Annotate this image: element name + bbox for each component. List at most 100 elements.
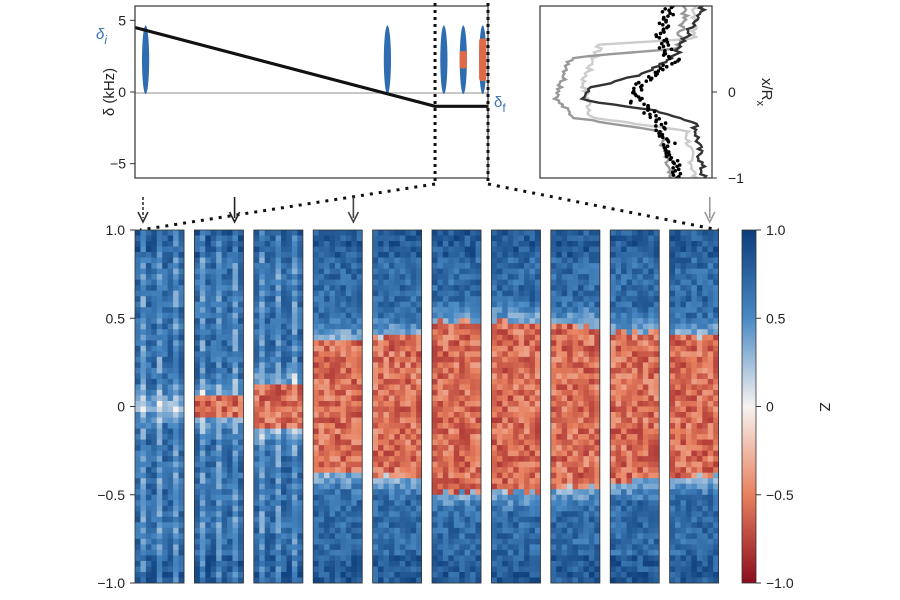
heatmap-cell xyxy=(648,351,655,358)
heatmap-cell xyxy=(324,472,330,479)
heatmap-cell xyxy=(399,439,406,446)
heatmap-cell xyxy=(507,478,514,485)
heatmap-cell xyxy=(227,544,233,551)
heatmap-cell xyxy=(173,445,179,452)
heatmap-cell xyxy=(135,257,141,264)
heatmap-cell xyxy=(372,412,379,418)
heatmap-cell xyxy=(194,522,201,529)
heatmap-cell xyxy=(216,450,223,457)
heatmap-cell xyxy=(259,560,266,567)
heatmap-cell xyxy=(405,356,412,363)
heatmap-cell xyxy=(642,263,649,270)
heatmap-cell xyxy=(491,555,498,562)
heatmap-cell xyxy=(286,434,293,440)
heatmap-cell xyxy=(448,356,455,363)
heatmap-cell xyxy=(162,577,169,584)
heatmap-cell xyxy=(432,461,438,468)
heatmap-cell xyxy=(156,527,163,534)
heatmap-cell xyxy=(173,516,179,523)
heatmap-cell xyxy=(594,511,601,518)
heatmap-cell xyxy=(216,318,223,325)
heatmap-cell xyxy=(351,527,358,534)
heatmap-cell xyxy=(286,235,293,242)
heatmap-cell xyxy=(145,318,152,325)
heatmap-cell xyxy=(227,378,233,385)
heatmap-cell xyxy=(237,450,244,457)
heatmap-cell xyxy=(345,456,352,463)
heatmap-cell xyxy=(567,246,573,253)
heatmap-cell xyxy=(151,516,158,523)
heatmap-cell xyxy=(578,489,584,496)
heatmap-cell xyxy=(324,318,330,325)
heatmap-cell xyxy=(334,257,341,264)
heatmap-cell xyxy=(383,367,390,374)
heatmap-cell xyxy=(437,538,444,545)
heatmap-cell xyxy=(313,478,320,485)
heatmap-cell xyxy=(416,516,422,523)
heatmap-cell xyxy=(626,268,633,275)
heatmap-panel xyxy=(431,229,482,584)
heatmap-cell xyxy=(594,423,601,429)
heatmap-cell xyxy=(194,428,201,435)
heatmap-cell xyxy=(405,555,412,562)
heatmap-cell xyxy=(588,384,595,391)
heatmap-cell xyxy=(561,356,568,363)
heatmap-cell xyxy=(518,378,525,385)
heatmap-cell xyxy=(173,428,179,435)
heatmap-cell xyxy=(167,544,174,551)
heatmap-cell xyxy=(442,472,449,479)
heatmap-cell xyxy=(437,478,444,485)
heatmap-cell xyxy=(345,274,352,281)
heatmap-cell xyxy=(216,230,223,236)
heatmap-cell xyxy=(475,467,482,474)
heatmap-cell xyxy=(264,500,271,507)
heatmap-cell xyxy=(464,538,471,545)
heatmap-cell xyxy=(297,417,304,424)
heatmap-cell xyxy=(524,356,530,363)
heatmap-cell xyxy=(216,412,223,418)
heatmap-cell xyxy=(502,340,509,347)
heatmap-cell xyxy=(648,345,655,352)
heatmap-cell xyxy=(453,505,460,512)
heatmap-cell xyxy=(475,257,482,264)
heatmap-cell xyxy=(275,439,282,446)
heatmap-cell xyxy=(297,500,304,507)
heatmap-cell xyxy=(345,439,352,446)
heatmap-cell xyxy=(475,318,482,325)
heatmap-cell xyxy=(264,472,271,479)
heatmap-cell xyxy=(567,307,573,314)
heatmap-cell xyxy=(291,268,298,275)
heatmap-cell xyxy=(470,538,476,545)
heatmap-cell xyxy=(475,384,482,391)
heatmap-cell xyxy=(507,456,514,463)
heatmap-cell xyxy=(135,439,141,446)
heatmap-cell xyxy=(194,285,201,292)
heatmap-cell xyxy=(216,483,223,490)
profile-plot-frame xyxy=(539,5,713,179)
heatmap-cell xyxy=(329,384,336,391)
heatmap-cell xyxy=(437,241,444,247)
heatmap-cell xyxy=(173,323,179,330)
heatmap-cell xyxy=(615,268,622,275)
heatmap-cell xyxy=(227,406,233,413)
heatmap-cell xyxy=(270,456,276,463)
heatmap-cell xyxy=(205,505,212,512)
heatmap-cell xyxy=(388,356,395,363)
heatmap-cell xyxy=(556,279,563,286)
heatmap-cell xyxy=(151,439,158,446)
heatmap-cell xyxy=(648,340,655,347)
heatmap-cell xyxy=(329,494,336,501)
heatmap-cell xyxy=(205,334,212,341)
heatmap-cell xyxy=(264,384,271,391)
heatmap-cell xyxy=(227,445,233,452)
heatmap-cell xyxy=(502,296,509,303)
heatmap-cell xyxy=(513,318,520,325)
heatmap-cell xyxy=(237,307,244,314)
heatmap-cell xyxy=(388,571,395,578)
heatmap-cell xyxy=(151,544,158,551)
heatmap-cell xyxy=(621,312,627,319)
heatmap-cell xyxy=(227,230,233,236)
heatmap-cell xyxy=(507,323,514,330)
heatmap-cell xyxy=(221,373,228,380)
heatmap-cell xyxy=(642,301,649,308)
